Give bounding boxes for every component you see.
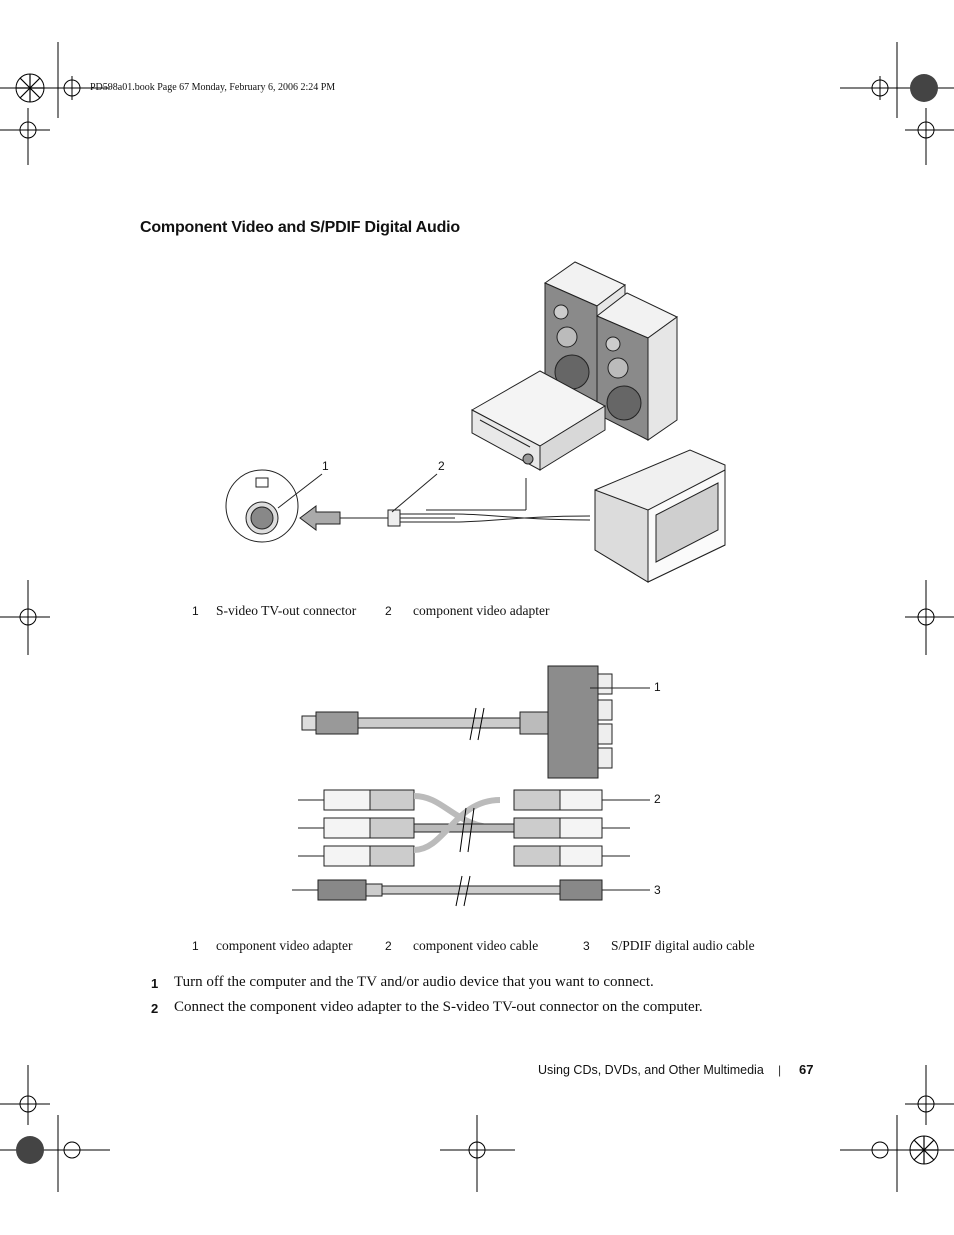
svideo-cable bbox=[301, 707, 521, 741]
svideo-connector-inset bbox=[225, 469, 299, 543]
figure1-legend-num-1: 1 bbox=[192, 604, 199, 618]
figure1-callout-1: 1 bbox=[322, 459, 329, 473]
figure2-callout-2: 2 bbox=[654, 792, 661, 806]
component-video-adapter bbox=[519, 665, 613, 779]
figure1-legend-label-1: S-video TV-out connector bbox=[216, 603, 357, 618]
print-info-header: PD598a01.book Page 67 Monday, February 6… bbox=[90, 82, 336, 93]
figure2-legend-num-1: 1 bbox=[192, 939, 199, 953]
page-number: 67 bbox=[799, 1062, 814, 1077]
figure-1-connection-diagram bbox=[225, 261, 726, 583]
section-title: Component Video and S/PDIF Digital Audio bbox=[140, 219, 461, 236]
spdif-cable bbox=[292, 875, 630, 907]
component-video-cable bbox=[298, 789, 630, 867]
step-number-1: 1 bbox=[151, 976, 159, 991]
audio-receiver bbox=[470, 370, 607, 471]
figure2-legend-label-1: component video adapter bbox=[216, 938, 353, 953]
figure2-legend-num-3: 3 bbox=[583, 939, 590, 953]
figure2-legend-num-2: 2 bbox=[385, 939, 392, 953]
step-text-2: Connect the component video adapter to t… bbox=[174, 999, 703, 1015]
step-number-2: 2 bbox=[151, 1001, 159, 1016]
footer-separator: | bbox=[778, 1063, 782, 1077]
figure1-legend-label-2: component video adapter bbox=[413, 603, 550, 618]
speaker-right bbox=[596, 292, 678, 441]
figure1-callout-2: 2 bbox=[438, 459, 445, 473]
figure1-legend-num-2: 2 bbox=[385, 604, 392, 618]
figure2-callout-3: 3 bbox=[654, 883, 661, 897]
step-text-1: Turn off the computer and the TV and/or … bbox=[174, 974, 654, 990]
footer-chapter-title: Using CDs, DVDs, and Other Multimedia bbox=[538, 1063, 764, 1077]
figure2-callout-1: 1 bbox=[654, 680, 661, 694]
television bbox=[594, 449, 726, 583]
figure2-legend-label-2: component video cable bbox=[413, 938, 539, 953]
figure2-legend-label-3: S/PDIF digital audio cable bbox=[611, 938, 755, 953]
